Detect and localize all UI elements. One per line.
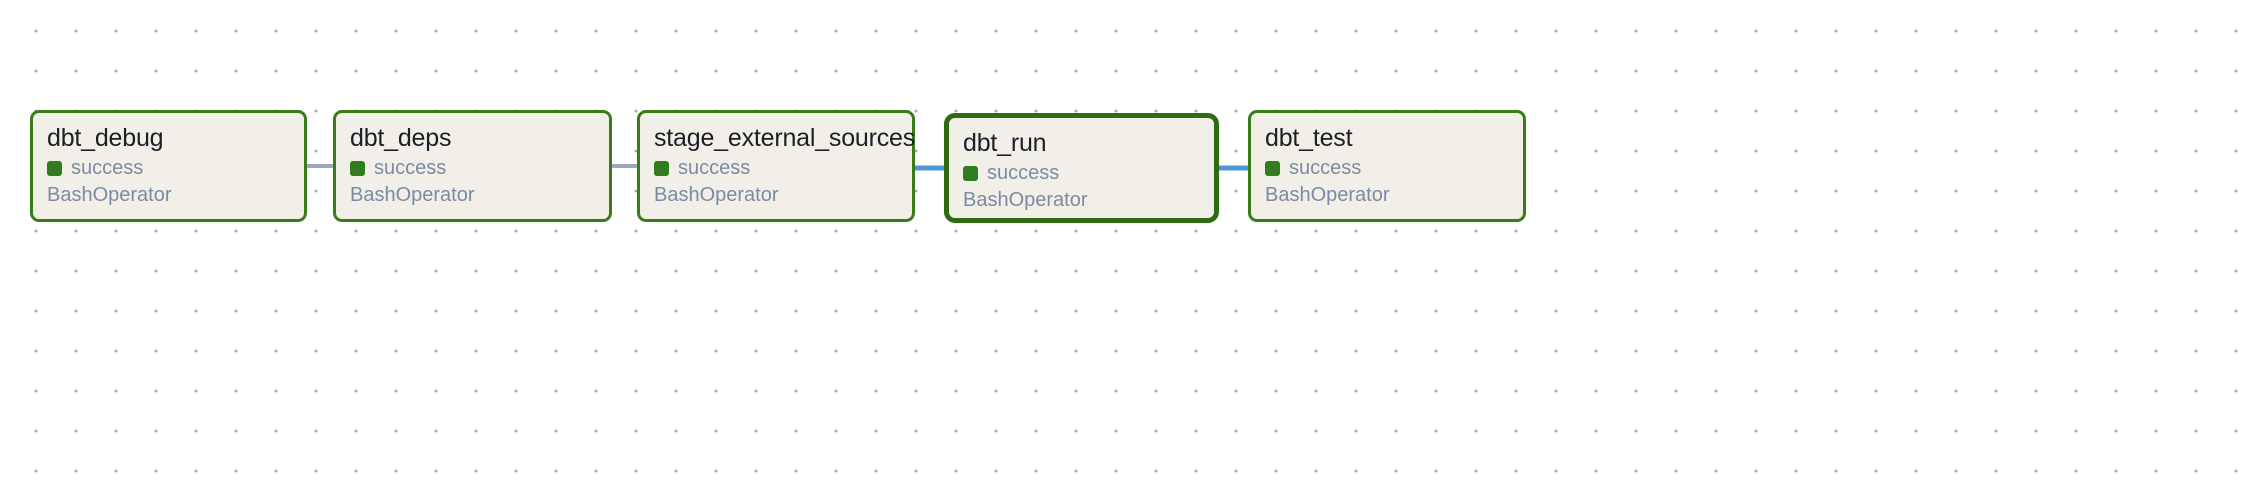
task-node-title: dbt_run bbox=[963, 129, 1047, 157]
task-status-label: success bbox=[71, 157, 144, 179]
status-square-success-icon bbox=[47, 160, 62, 176]
task-status-row: success bbox=[654, 156, 898, 180]
status-square-success-icon bbox=[350, 160, 365, 176]
task-status-row: success bbox=[963, 161, 1200, 185]
status-square-success-icon bbox=[1265, 160, 1280, 176]
task-status-label: success bbox=[1289, 157, 1362, 179]
task-node-title: stage_external_sources bbox=[654, 124, 916, 152]
task-node-title: dbt_deps bbox=[350, 124, 452, 152]
task-node-title: dbt_test bbox=[1265, 124, 1353, 152]
task-operator-label: BashOperator bbox=[654, 184, 779, 206]
task-operator-label: BashOperator bbox=[350, 184, 475, 206]
task-status-label: success bbox=[678, 157, 751, 179]
task-operator-label: BashOperator bbox=[47, 184, 172, 206]
task-status-row: success bbox=[1265, 156, 1509, 180]
task-status-row: success bbox=[47, 156, 290, 180]
task-node-title: dbt_debug bbox=[47, 124, 164, 152]
task-status-label: success bbox=[374, 157, 447, 179]
task-status-label: success bbox=[987, 162, 1060, 184]
task-operator-label: BashOperator bbox=[1265, 184, 1390, 206]
status-square-success-icon bbox=[654, 160, 669, 176]
task-operator-label: BashOperator bbox=[963, 189, 1088, 211]
task-status-row: success bbox=[350, 156, 595, 180]
status-square-success-icon bbox=[963, 165, 978, 181]
